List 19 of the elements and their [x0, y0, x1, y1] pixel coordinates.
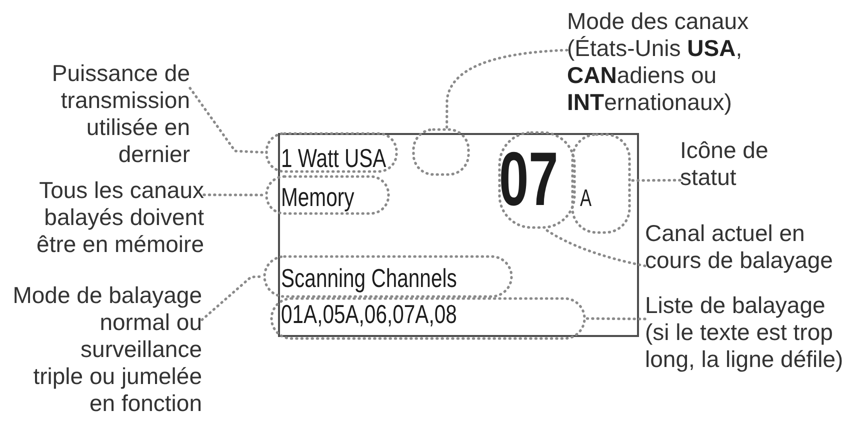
display-readout: 07	[498, 131, 576, 229]
callout-text: Mode de balayage normal ou surveillance triple ou jumelée en fonction	[8, 282, 202, 417]
dotted-outline	[412, 128, 470, 176]
leader-line	[544, 228, 646, 268]
display-readout: 1 Watt USA	[265, 132, 398, 173]
leader-line	[630, 178, 682, 182]
callout-text: Puissance de transmission utilisée en dernier	[46, 60, 190, 168]
display-readout: Memory	[265, 175, 390, 215]
callout-text: Liste de balayage (si le texte est trop long, la ligne défile)	[645, 292, 845, 373]
display-readout: 01A,05A,06,07A,08	[270, 297, 586, 340]
callout-text: Tous les canaux balayés doivent être en mémoire	[32, 177, 204, 258]
leader-line	[446, 48, 568, 130]
leader-line	[584, 317, 646, 320]
leader-line	[188, 86, 266, 154]
display-readout: Scanning Channels	[263, 255, 513, 298]
display-readout: A	[571, 133, 631, 234]
callout-text: Canal actuel en cours de balayage	[645, 220, 839, 274]
callout-text: Icône de statut	[680, 137, 774, 191]
callout-text: Mode des canaux (États-Unis USA, CANadiens ou INTernationaux)	[567, 8, 757, 116]
